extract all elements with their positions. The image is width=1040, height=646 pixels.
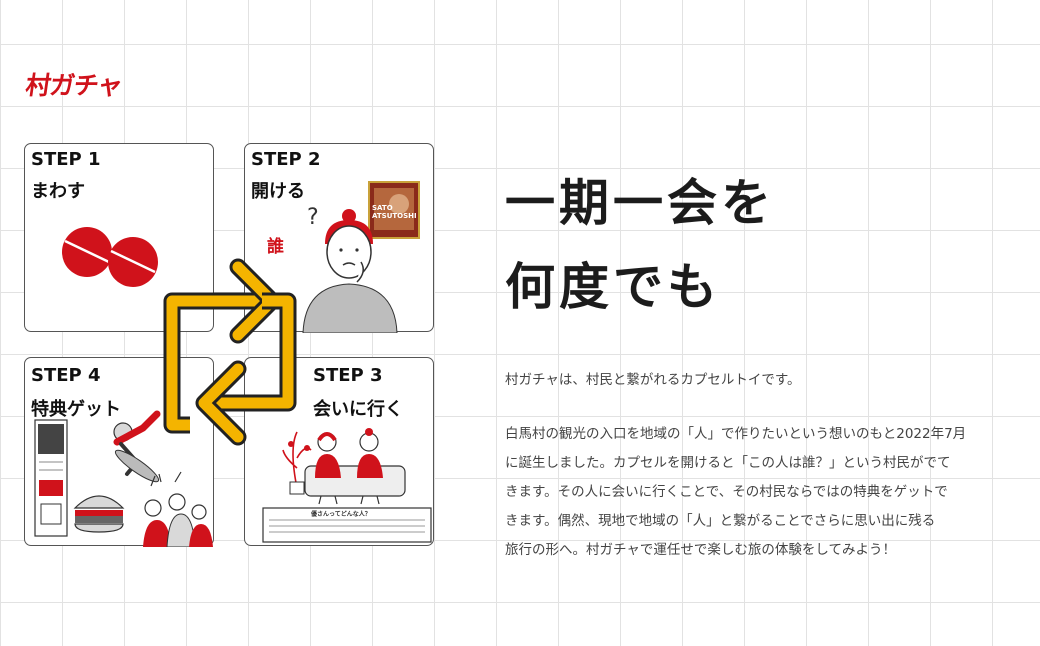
- intro-text: 村ガチャは、村民と繋がれるカプセルトイです。: [505, 372, 801, 388]
- step-3-number: STEP 3: [313, 365, 383, 386]
- description-line: に誕生しました。カプセルを開けると「この人は誰？」という村民がでて: [505, 455, 951, 471]
- step-3-label: 会いに行く: [313, 399, 403, 420]
- step-1-card: STEP 1 まわす: [24, 143, 214, 332]
- step-2-number: STEP 2: [251, 149, 321, 170]
- headline-line-2: 何度でも: [505, 258, 721, 316]
- step-4-label: 特典ゲット: [31, 399, 121, 420]
- description-line: きます。偶然、現地で地域の「人」と繋がることでさらに思い出に残る: [505, 513, 936, 529]
- thinking-person-illustration: ?: [302, 181, 420, 333]
- headline-line-1: 一期一会を: [505, 174, 775, 232]
- description-line: 白馬村の観光の入口を地域の「人」で作りたいという想いのもと2022年7月: [505, 426, 967, 442]
- cycle-arrows-icon: [163, 258, 297, 446]
- step-4-card: STEP 4 特典ゲット: [24, 357, 214, 547]
- logo[interactable]: 村ガチャ: [23, 71, 124, 100]
- step-3-card: STEP 3 会いに行く 優さんってどんな人？: [244, 357, 434, 546]
- step-1-number: STEP 1: [31, 149, 101, 170]
- description-line: 旅行の形へ。村ガチャで運任せで楽しむ旅の体験をしてみよう！: [505, 542, 896, 558]
- description-paragraph: 白馬村の観光の入口を地域の「人」で作りたいという想いのもと2022年7月 に誕生…: [505, 420, 1030, 565]
- description-line: きます。その人に会いに行くことで、その村民ならではの特典をゲットで: [505, 484, 948, 500]
- svg-text:?: ?: [307, 205, 319, 230]
- voucher-title: 優さんってどんな人？: [311, 511, 371, 518]
- capsule-icon: [62, 227, 158, 287]
- step-2-label: 開ける: [251, 181, 305, 202]
- step-1-label: まわす: [31, 181, 85, 202]
- card-name-text: SATO ATSUTOSHI: [372, 204, 417, 220]
- meeting-illustration: [262, 428, 432, 543]
- who-text: 誰: [267, 237, 284, 257]
- reward-illustration: [34, 410, 213, 547]
- step-4-number: STEP 4: [31, 365, 101, 386]
